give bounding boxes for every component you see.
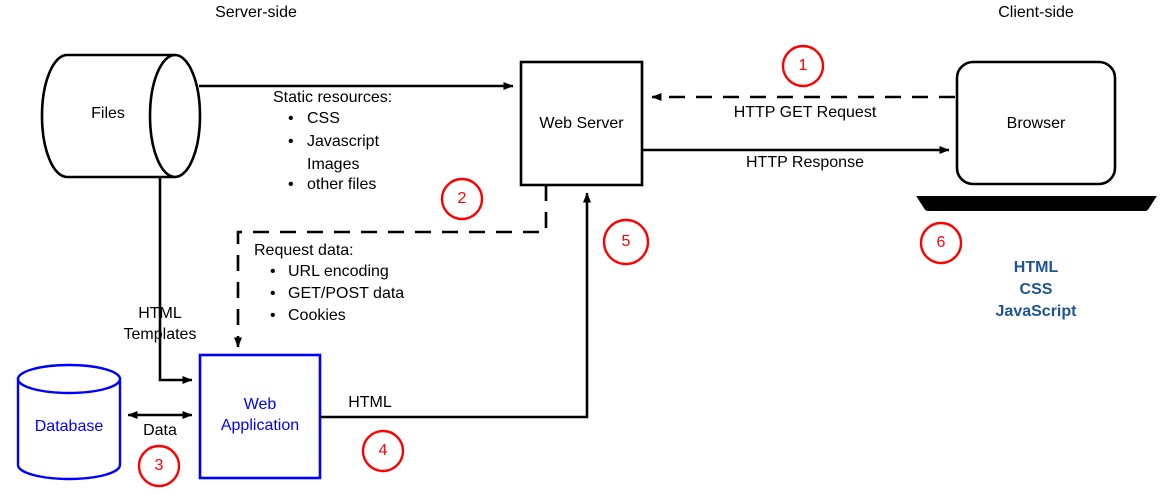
request-data-heading: Request data:: [254, 242, 354, 259]
client-stack-css: CSS: [1019, 281, 1053, 298]
edge-webserver-to-webapplication-request: [234, 185, 548, 348]
edge-label-http-get-request: HTTP GET Request: [733, 104, 877, 121]
step-marker-5-label: 5: [621, 233, 631, 250]
database-cylinder: [16, 363, 122, 481]
web-server-label: Web Server: [539, 115, 624, 132]
static-resources-bullet-0: •: [288, 110, 294, 127]
request-data-item-0: URL encoding: [288, 263, 389, 280]
static-resources-bullet-1: •: [288, 133, 294, 150]
static-resources-item-1: Javascript: [307, 133, 380, 150]
step-marker-circles: [137, 44, 963, 488]
edge-label-html: HTML: [348, 394, 392, 411]
request-data-bullet-0: •: [270, 263, 276, 280]
request-data-bullet-1: •: [270, 285, 276, 302]
client-side-title: Client-side: [998, 4, 1074, 21]
step-marker-1-circle: [781, 44, 825, 88]
static-resources-item-0: CSS: [307, 110, 340, 127]
web-application-label-line2: Application: [220, 417, 300, 434]
edge-files-to-webapplication: [158, 178, 193, 384]
browser-box: [955, 60, 1117, 186]
laptop-base: [916, 196, 1157, 211]
edge-label-http-response: HTTP Response: [746, 154, 864, 171]
edge-webapplication-to-webserver-html: [320, 192, 591, 419]
step-marker-2-label: 2: [457, 190, 467, 207]
request-data-item-2: Cookies: [288, 307, 346, 324]
client-stack-html: HTML: [1013, 259, 1059, 276]
step-marker-4-label: 4: [378, 442, 388, 459]
request-data-item-1: GET/POST data: [288, 285, 405, 302]
step-marker-5-circle: [602, 218, 650, 266]
web-server-box: [519, 60, 644, 187]
step-marker-4-circle: [361, 429, 405, 473]
static-resources-item-2: Images: [307, 156, 360, 173]
step-marker-1-label: 1: [798, 57, 808, 74]
step-marker-6-circle: [919, 221, 963, 265]
server-side-title: Server-side: [215, 4, 297, 21]
client-stack-javascript: JavaScript: [995, 303, 1077, 320]
browser-label: Browser: [1006, 115, 1066, 132]
files-label: Files: [91, 105, 125, 122]
step-marker-6-label: 6: [936, 234, 946, 251]
static-resources-item-3: other files: [307, 176, 377, 193]
step-marker-3-circle: [137, 444, 181, 488]
edge-label-data: Data: [143, 422, 177, 439]
web-application-label-line1: Web: [243, 396, 277, 413]
edge-label-html-templates-line1: HTML: [138, 305, 182, 322]
edge-label-html-templates-line2: Templates: [123, 326, 197, 343]
database-label: Database: [34, 418, 104, 435]
step-marker-2-circle: [440, 177, 484, 221]
request-data-bullet-2: •: [270, 307, 276, 324]
step-marker-3-label: 3: [154, 457, 164, 474]
static-resources-heading: Static resources:: [273, 89, 393, 106]
files-cylinder: [40, 53, 202, 179]
static-resources-bullet-3: •: [288, 176, 294, 193]
